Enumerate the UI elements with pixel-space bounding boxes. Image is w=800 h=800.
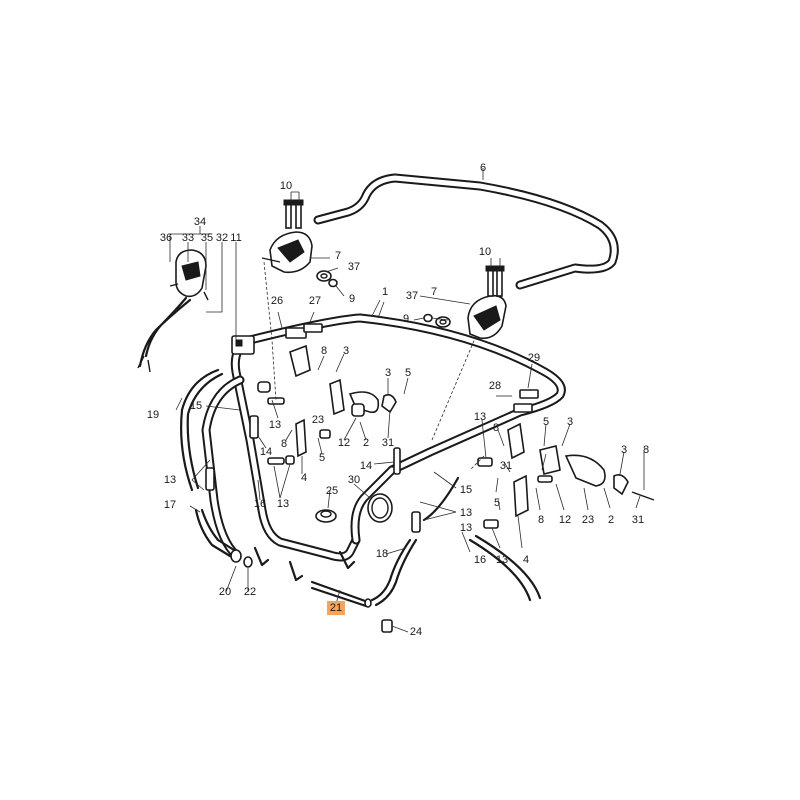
callout-24: 24 [410, 626, 422, 638]
callout-18: 18 [376, 548, 388, 560]
callout-15: 15 [190, 400, 202, 412]
callout-31: 31 [500, 460, 512, 472]
left-nut-9 [328, 278, 338, 288]
callout-numbers: 6 10 10 7 7 37 37 9 9 1 34 36 33 35 32 1… [147, 162, 649, 638]
callout-34: 34 [194, 216, 206, 228]
callout-15: 15 [460, 484, 472, 496]
callout-8: 8 [281, 438, 287, 450]
callout-4: 4 [301, 472, 307, 484]
callout-13: 13 [269, 419, 281, 431]
callout-5: 5 [543, 416, 549, 428]
callout-20: 20 [219, 586, 231, 598]
callout-21-highlight [327, 601, 345, 615]
callout-8: 8 [643, 444, 649, 456]
left-bolts-10 [283, 199, 304, 229]
callout-13: 13 [460, 507, 472, 519]
callout-28: 28 [489, 380, 501, 392]
callout-21: 21 [330, 602, 342, 614]
callout-14: 14 [360, 460, 372, 472]
callout-9: 9 [349, 293, 355, 305]
upper-handle-bar [313, 173, 619, 290]
callout-8: 8 [321, 345, 327, 357]
rod-21 [310, 580, 372, 608]
cables [180, 368, 542, 607]
callout-1: 1 [382, 286, 388, 298]
right-bolts-10 [485, 265, 505, 297]
callout-23: 23 [312, 414, 324, 426]
callout-13: 13 [164, 474, 176, 486]
callout-35: 35 [201, 232, 213, 244]
callout-12: 12 [338, 437, 350, 449]
callout-3: 3 [343, 345, 349, 357]
callout-4: 4 [523, 554, 529, 566]
right-nut-9 [423, 313, 433, 323]
callout-5: 5 [405, 367, 411, 379]
callout-16: 16 [254, 498, 266, 510]
callout-17: 17 [164, 499, 176, 511]
callout-2: 2 [363, 437, 369, 449]
left-handle-bracket [261, 231, 313, 274]
callout-13: 13 [277, 498, 289, 510]
callout-32: 32 [216, 232, 228, 244]
callout-27: 27 [309, 295, 321, 307]
callout-26: 26 [271, 295, 283, 307]
callout-25: 25 [326, 485, 338, 497]
callout-6: 6 [480, 162, 486, 174]
callout-37: 37 [348, 261, 360, 273]
callout-10: 10 [280, 180, 292, 192]
callout-31: 31 [382, 437, 394, 449]
control-switch-assembly [137, 249, 209, 373]
callout-5: 5 [494, 497, 500, 509]
callout-8: 8 [493, 422, 499, 434]
callout-12: 12 [559, 514, 571, 526]
callout-3: 3 [567, 416, 573, 428]
small-parts [205, 323, 655, 633]
main-frame [201, 313, 566, 582]
leader-lines [169, 168, 645, 633]
callout-7: 7 [335, 250, 341, 262]
callout-29: 29 [528, 352, 540, 364]
callout-10: 10 [479, 246, 491, 258]
callout-19: 19 [147, 409, 159, 421]
callout-11: 11 [230, 232, 241, 244]
callout-36: 36 [160, 232, 172, 244]
callout-14: 14 [260, 446, 272, 458]
callout-16: 16 [474, 554, 486, 566]
callout-3: 3 [385, 367, 391, 379]
callout-31: 31 [632, 514, 644, 526]
callout-8: 8 [538, 514, 544, 526]
right-handle-bracket [467, 294, 507, 340]
callout-2: 2 [608, 514, 614, 526]
callout-22: 22 [244, 586, 256, 598]
callout-13: 13 [460, 522, 472, 534]
callout-33: 33 [182, 232, 194, 244]
callout-7: 7 [431, 286, 437, 298]
callout-23: 23 [582, 514, 594, 526]
callout-37: 37 [406, 290, 418, 302]
callout-30: 30 [348, 474, 360, 486]
callout-5: 5 [319, 452, 325, 464]
callout-3: 3 [621, 444, 627, 456]
callout-13: 13 [496, 554, 508, 566]
left-washer-37 [316, 270, 332, 282]
callout-13: 13 [474, 411, 486, 423]
callout-9: 9 [403, 313, 409, 325]
